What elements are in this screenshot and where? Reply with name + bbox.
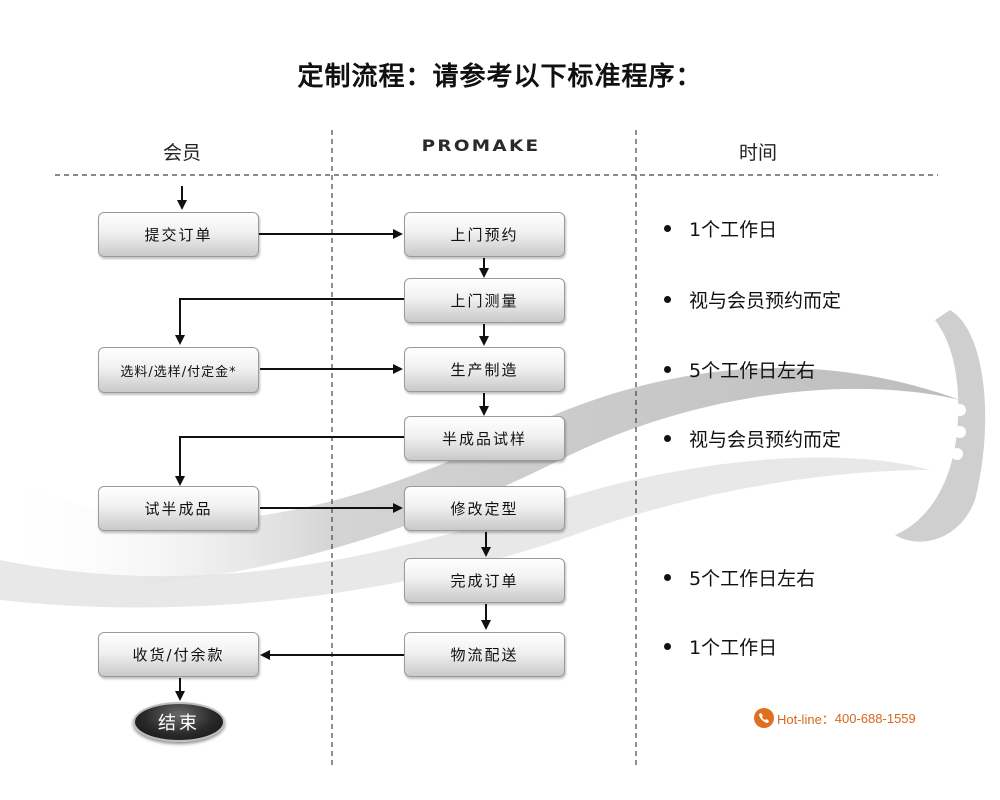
sax-key-3 bbox=[951, 448, 963, 460]
step-production: 生产制造 bbox=[404, 347, 565, 392]
end-terminal: 结束 bbox=[133, 702, 225, 742]
step-receive-pay: 收货/付余款 bbox=[98, 632, 259, 677]
time-note: 5个工作日左右 bbox=[664, 356, 815, 383]
step-try-semi-product: 试半成品 bbox=[98, 486, 259, 531]
time-note-text: 视与会员预约而定 bbox=[689, 429, 842, 451]
time-note-text: 1个工作日 bbox=[689, 637, 778, 659]
time-note-text: 1个工作日 bbox=[689, 219, 778, 241]
bullet-icon bbox=[664, 643, 671, 650]
column-header-time: 时间 bbox=[738, 142, 777, 164]
hotline-number: 400-688-1559 bbox=[834, 710, 916, 726]
step-logistics: 物流配送 bbox=[404, 632, 565, 677]
time-note-text: 5个工作日左右 bbox=[689, 568, 816, 590]
hotline: Hot-line： 400-688-1559 bbox=[754, 708, 916, 728]
time-note-text: 5个工作日左右 bbox=[689, 360, 816, 382]
bullet-icon bbox=[664, 366, 671, 373]
step-appointment: 上门预约 bbox=[404, 212, 565, 257]
page-title: 定制流程：请参考以下标准程序： bbox=[297, 62, 703, 92]
bullet-icon bbox=[664, 574, 671, 581]
phone-icon bbox=[754, 708, 774, 728]
promake-logo: PROMAKE bbox=[421, 136, 541, 155]
time-note-text: 视与会员预约而定 bbox=[689, 290, 842, 312]
bullet-icon bbox=[664, 435, 671, 442]
step-measure: 上门测量 bbox=[404, 278, 565, 323]
step-semi-sample: 半成品试样 bbox=[404, 416, 565, 461]
step-select-material: 选料/选样/付定金* bbox=[98, 347, 259, 393]
time-note: 1个工作日 bbox=[664, 215, 777, 242]
swoosh-band bbox=[0, 367, 960, 589]
bullet-icon bbox=[664, 225, 671, 232]
time-note: 视与会员预约而定 bbox=[664, 425, 841, 452]
sax-key-2 bbox=[954, 426, 966, 438]
time-note: 5个工作日左右 bbox=[664, 564, 815, 591]
time-note: 1个工作日 bbox=[664, 633, 777, 660]
time-note: 视与会员预约而定 bbox=[664, 286, 841, 313]
step-submit-order: 提交订单 bbox=[98, 212, 259, 257]
step-complete-order: 完成订单 bbox=[404, 558, 565, 603]
arrow-measure-to-material bbox=[175, 298, 404, 345]
hotline-label: Hot-line： bbox=[777, 711, 835, 727]
sax-shape bbox=[895, 310, 986, 542]
sax-key-1 bbox=[954, 404, 966, 416]
swoosh-lower-band bbox=[0, 457, 930, 608]
arrow-semi-to-try bbox=[175, 436, 404, 486]
column-header-member: 会员 bbox=[162, 142, 201, 164]
step-modify: 修改定型 bbox=[404, 486, 565, 531]
bullet-icon bbox=[664, 296, 671, 303]
